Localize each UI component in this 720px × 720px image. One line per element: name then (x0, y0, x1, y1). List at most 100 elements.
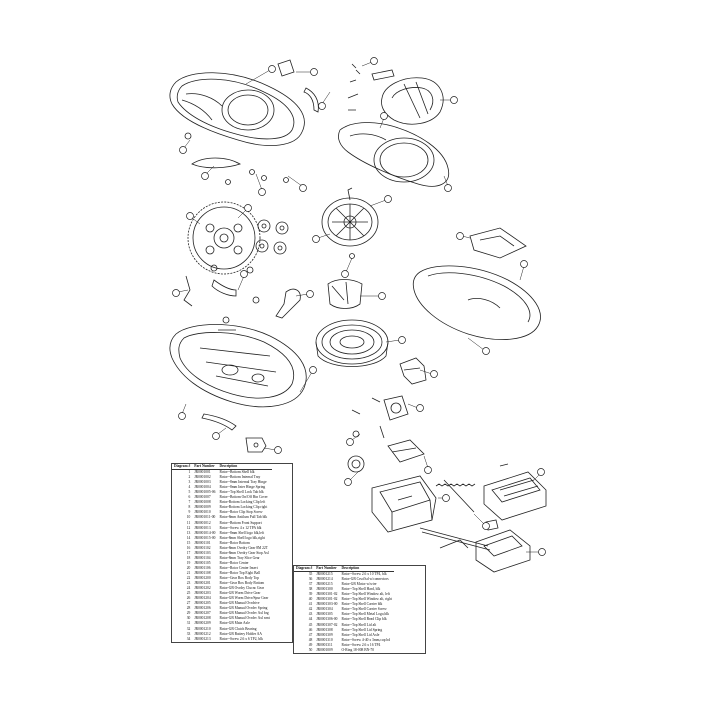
part-number-cell: JR0001206 (194, 606, 211, 611)
description-cell: Rotor--Top Shell Carrier Screw (341, 607, 387, 612)
column-header: Part Number (314, 566, 340, 573)
description-cell: Rotor--Screw 4-40 x 3mm,cup hd (341, 637, 390, 642)
part-number-cell: JR0001204 (194, 596, 211, 601)
part-number-cell: JR0001215 (316, 582, 333, 587)
description-cell: Rotor--Top Shell Carrier blk (341, 602, 383, 607)
diagram-number-cell: 14 (186, 535, 191, 540)
part-number-cell: JR0001308 (316, 627, 333, 632)
diagram-number-cell: 36 (308, 577, 313, 582)
part-number-cell: JR0001201 (194, 581, 211, 586)
diagram-number-cell: 39 (308, 592, 313, 597)
diagram-number-cell: 31 (186, 621, 191, 626)
part-number-cell: JR0001108 (194, 570, 211, 575)
gearbox-top-part (387, 439, 425, 463)
description-cell: Rotor--Bottom Internal Tray (219, 475, 261, 480)
part-number-cell: JR0001300 (316, 587, 333, 592)
description-cell: Rotor--Gear Box Body Bottom (219, 581, 265, 586)
description-cell: Rotor-GB Battery Holder AA (219, 631, 263, 636)
description-cell: Rotor--8mm Internal Tray Hinge (219, 480, 267, 485)
diagram-number-cell: 10 (186, 515, 191, 520)
part-number-cell: JR0001202 (194, 586, 211, 591)
diagram-number-cell: 29 (186, 611, 191, 616)
description-cell: Rotor-GB Manual Ovrdrv Axl nrnt (219, 616, 270, 621)
description-cell: Rotor-GB Crscflsd w/connectors (341, 577, 389, 582)
description-cell: Rotor--Top Shell Lid Spring (341, 627, 383, 632)
diagram-number-cell: 20 (186, 565, 191, 570)
part-number-cell: JR0001307-02 (316, 622, 338, 627)
diagram-number-cell: 4 (188, 485, 191, 490)
part-number-cell: JR0001012 (194, 520, 211, 525)
part-number-cell: JR0001015-00 (194, 535, 216, 540)
diagram-number-cell: 2 (188, 475, 191, 480)
drive-spring-part (435, 479, 476, 513)
diagram-number-cell: 30 (186, 616, 191, 621)
diagram-number-cell: 37 (308, 582, 313, 587)
part-number-cell: JR0001311 (316, 642, 333, 647)
column-header: Part Number (192, 464, 218, 471)
part-number-cell: JR0001013 (194, 525, 211, 530)
part-number-cell: JR0001215 (316, 572, 333, 577)
part-number-cell: JR0001005-06 (194, 490, 216, 495)
description-cell: Rotor--8mm Shell logo blk,left (219, 530, 265, 535)
description-cell: Rotor--Top Shell Lock Tab blk (219, 490, 264, 495)
description-cell: Rotor--Bottom On/Off Btn Cover (219, 495, 268, 500)
description-cell: Rotor--Screw 2.6 x 10 TP4, blk (341, 572, 387, 577)
description-cell: Rotor-GB Clutch Bearing (219, 626, 257, 631)
diagram-number-cell: 7 (188, 500, 191, 505)
part-number-cell: JR0001003 (194, 480, 211, 485)
description-cell: Rotor--Screw 4 x 12 TPA blk (219, 525, 262, 530)
diagram-number-cell: 38 (308, 587, 313, 592)
description-cell: Rotor-8mm Antilum Pull Tab blk (219, 515, 268, 520)
diagram-number-cell: 32 (186, 626, 191, 631)
diagram-number-cell: 6 (188, 495, 191, 500)
diagram-number-cell: 23 (186, 581, 191, 586)
description-cell: Rotor-8mm Ovrdry Gear 8M 22T (219, 545, 268, 550)
description-cell: Rotor--Rotor Center (219, 560, 249, 565)
diagram-number-cell: 27 (186, 601, 191, 606)
part-number-cell: JR0001214 (316, 577, 333, 582)
description-cell: Rotor--Top Shell Lid alt (341, 622, 377, 627)
part-number-cell: JR0001213 (194, 636, 211, 641)
diagram-number-cell: 1 (188, 470, 191, 475)
rotor-bottom-part (327, 279, 363, 309)
description-cell: Rotor--Top Shell Hard, blk (341, 587, 381, 592)
diagram-number-cell: 46 (308, 627, 313, 632)
motor-bracket-part (399, 357, 427, 385)
screws-top-part (184, 63, 361, 185)
diagram-number-cell: 17 (186, 550, 191, 555)
part-number-cell: JR0001301-02 (316, 592, 338, 597)
column-header: Description (339, 566, 394, 573)
part-number-cell: JR0001212 (194, 631, 211, 636)
description-cell: Rotor--Screw 2.6 x 16 TP4 (341, 642, 381, 647)
diagram-number-cell: 49 (308, 642, 313, 647)
part-number-cell: JR0001310 (316, 637, 333, 642)
diagram-number-cell: 5 (188, 490, 191, 495)
part-number-cell: JR0001303-00 (316, 602, 338, 607)
part-number-cell: JR0001200 (194, 576, 211, 581)
description-cell: Rotor--Bottom Shell blk (219, 470, 255, 475)
description-cell: Rotor-Bottom Locking Clip right (219, 505, 268, 510)
description-cell: Rotor-GB Main Axle (219, 621, 250, 626)
description-cell: Rotor-GB Motor w/wire (341, 582, 377, 587)
